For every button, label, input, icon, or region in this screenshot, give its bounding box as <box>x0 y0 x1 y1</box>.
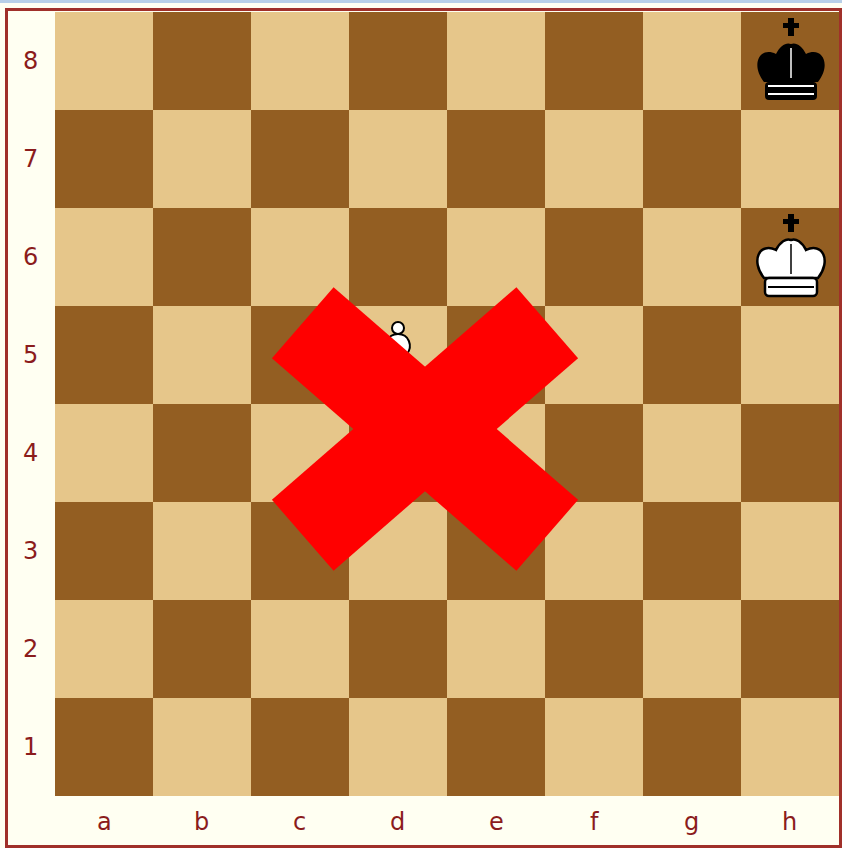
red-cross <box>272 287 578 571</box>
file-letter: f <box>590 810 598 834</box>
file-letter: e <box>489 810 504 834</box>
board-squares <box>55 12 839 796</box>
white-king <box>757 214 824 296</box>
rank-number: 4 <box>23 441 38 465</box>
file-letter: h <box>782 810 797 834</box>
black-king <box>757 18 824 100</box>
rank-number: 2 <box>23 637 38 661</box>
file-letter: g <box>684 810 699 834</box>
file-letter: a <box>97 810 112 834</box>
rank-number: 8 <box>23 49 38 73</box>
rank-number: 6 <box>23 245 38 269</box>
rank-number: 5 <box>23 343 38 367</box>
board-frame <box>7 10 841 847</box>
file-letter: b <box>194 810 209 834</box>
rank-number: 1 <box>23 735 38 759</box>
rank-number: 3 <box>23 539 38 563</box>
rank-number: 7 <box>23 147 38 171</box>
file-letter: d <box>390 810 405 834</box>
file-letter: c <box>293 810 306 834</box>
window-edge <box>0 0 842 3</box>
